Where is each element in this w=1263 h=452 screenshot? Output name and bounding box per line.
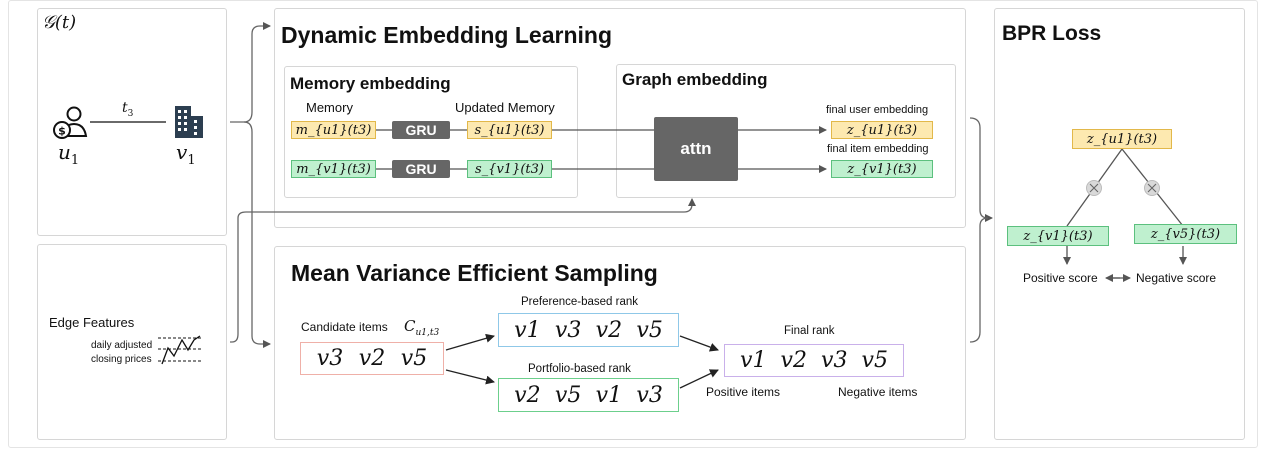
final-rank-item: v2 [780, 348, 807, 373]
building-icon [175, 106, 203, 138]
positive-score-label: Positive score [1023, 271, 1098, 285]
preference-rank-label: Preference-based rank [521, 296, 638, 308]
portfolio-item: v1 [595, 382, 623, 408]
candidate-set-symbol: Cu1,t3 [404, 317, 440, 338]
final-user-embedding-label: final user embedding [826, 104, 929, 116]
portfolio-item: v5 [554, 382, 582, 408]
final-item-embedding-box: z_{v1}(t3) [831, 160, 933, 178]
memory-label: Memory [306, 100, 353, 115]
preference-item: v1 [514, 317, 541, 343]
final-rank-item: v3 [821, 348, 848, 373]
final-item-embedding-label: final item embedding [827, 143, 929, 155]
portfolio-item: v2 [514, 382, 541, 408]
portfolio-rank-box: v2 v5 v1 v3 [498, 378, 679, 412]
preference-item: v3 [554, 317, 582, 343]
updated-memory-label: Updated Memory [455, 100, 555, 115]
bpr-loss-title: BPR Loss [1002, 22, 1102, 45]
user-node-label: u1 [58, 140, 80, 168]
negative-score-label: Negative score [1136, 271, 1217, 285]
attn-block: attn [654, 117, 738, 181]
updated-user-box: s_{u1}(t3) [467, 121, 552, 139]
preference-item: v5 [636, 317, 663, 343]
edge-caption-line2: closing prices [91, 354, 152, 365]
graph-title: 𝒢(t) [42, 12, 77, 33]
sampling-title: Mean Variance Efficient Sampling [291, 260, 658, 286]
final-rank-item: v1 [740, 348, 767, 373]
portfolio-item: v3 [636, 382, 663, 408]
bpr-user-embedding-box: z_{u1}(t3) [1072, 129, 1172, 149]
candidate-items-label: Candidate items [301, 320, 388, 334]
negative-items-label: Negative items [838, 385, 918, 399]
final-rank-box: v1 v2 v3 v5 [724, 344, 904, 377]
bpr-negative-embedding-box: z_{v5}(t3) [1134, 224, 1237, 244]
preference-item: v2 [595, 317, 623, 343]
candidate-items-box: v3 v2 v5 [300, 342, 444, 375]
final-user-embedding-box: z_{u1}(t3) [831, 121, 933, 139]
graph-embedding-title: Graph embedding [622, 70, 768, 89]
candidate-item: v3 [316, 346, 344, 371]
edge-caption-line1: daily adjusted [91, 340, 153, 351]
user-coin-icon: $ [53, 106, 88, 139]
preference-rank-box: v1 v3 v2 v5 [498, 313, 679, 347]
memory-user-box: m_{u1}(t3) [291, 121, 376, 139]
edge-time-label: t3 [122, 100, 134, 119]
price-chart-icon [158, 335, 202, 365]
item-node-label: v1 [176, 140, 196, 168]
positive-items-label: Positive items [706, 385, 781, 399]
edge-features-title: Edge Features [49, 315, 135, 330]
dynamic-embedding-title: Dynamic Embedding Learning [281, 22, 612, 48]
bpr-positive-embedding-box: z_{v1}(t3) [1007, 226, 1109, 246]
updated-item-box: s_{v1}(t3) [467, 160, 552, 178]
final-rank-item: v5 [861, 348, 888, 373]
final-rank-label: Final rank [784, 325, 835, 337]
candidate-item: v2 [358, 346, 386, 371]
svg-text:$: $ [58, 125, 66, 138]
candidate-item: v5 [400, 346, 428, 371]
gru-item-block: GRU [392, 160, 450, 178]
memory-item-box: m_{v1}(t3) [291, 160, 376, 178]
portfolio-rank-label: Portfolio-based rank [528, 363, 631, 375]
edge-features-panel [37, 244, 227, 440]
gru-user-block: GRU [392, 121, 450, 139]
memory-embedding-title: Memory embedding [290, 74, 451, 93]
